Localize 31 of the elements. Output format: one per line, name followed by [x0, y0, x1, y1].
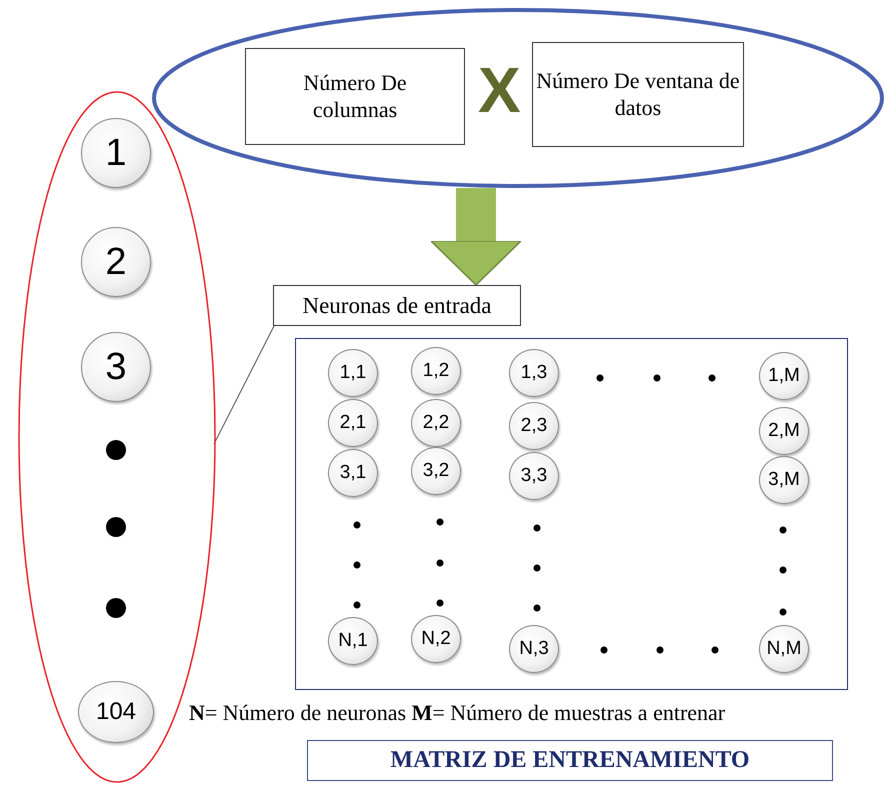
label-box: Neuronas de entrada	[273, 285, 521, 326]
neuron-circle: 2	[81, 227, 151, 297]
neuron-circle: 3,M	[759, 456, 809, 504]
title-box: MATRIZ DE ENTRENAMIENTO	[307, 740, 833, 781]
group-ellipse	[17, 90, 217, 784]
factor-box: Número De columnas	[245, 48, 465, 145]
neuron-circle: N,M	[759, 625, 809, 673]
neuron-circle: N,1	[328, 617, 378, 665]
neuron-circle: 3,1	[328, 449, 378, 497]
leader-line	[214, 326, 274, 444]
neuron-circle: 1	[81, 118, 151, 188]
neuron-circle: 2,2	[411, 399, 461, 447]
group-ellipse	[152, 8, 884, 188]
neuron-circle: 1,1	[328, 349, 378, 397]
neuron-circle: 3,3	[509, 452, 559, 500]
neuron-circle: N,3	[509, 625, 559, 673]
x-sign: X	[478, 58, 521, 122]
neuron-circle: 1,2	[411, 347, 461, 395]
neuron-circle: 104	[78, 681, 154, 743]
neuron-circle: 2,1	[328, 399, 378, 447]
matrix-frame	[295, 338, 848, 690]
neuron-circle: N,2	[411, 615, 461, 663]
neuron-circle: 3,2	[411, 447, 461, 495]
block-arrow	[430, 188, 522, 286]
neuron-circle: 2,3	[509, 402, 559, 450]
legend-note: N= Número de neuronas M= Número de muestras a entrenar	[189, 700, 726, 726]
neuron-circle: 1,M	[759, 352, 809, 400]
factor-box: Número De ventana de datos	[532, 42, 744, 147]
neuron-circle: 2,M	[759, 407, 809, 455]
neuron-circle: 1,3	[509, 349, 559, 397]
neuron-circle: 3	[81, 332, 151, 402]
